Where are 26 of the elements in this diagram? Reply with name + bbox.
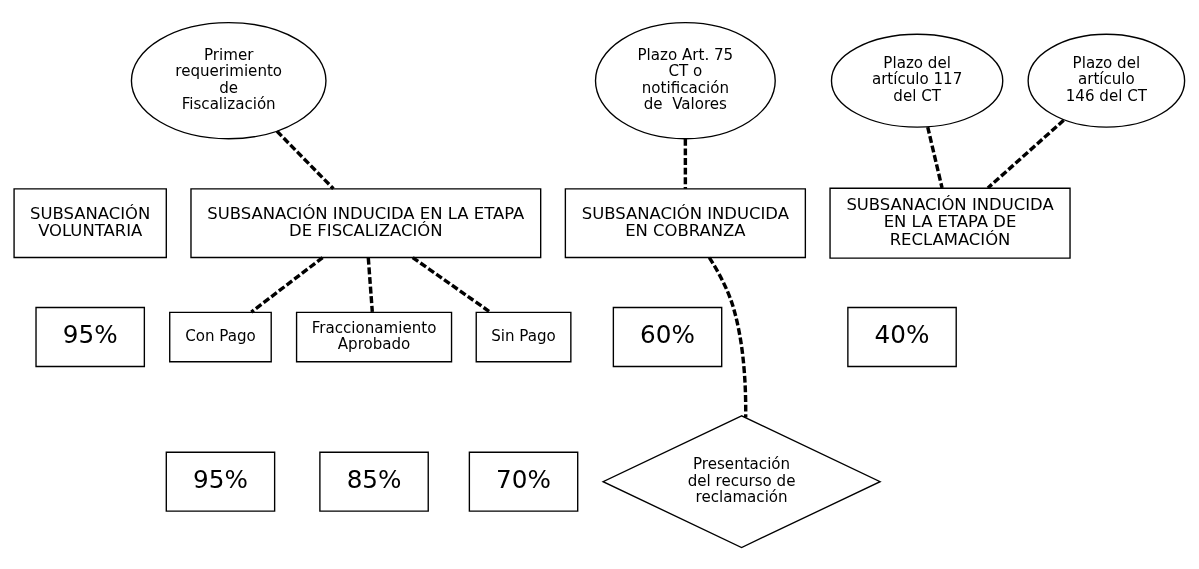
node-box: 95% — [165, 451, 276, 512]
node-box: SUBSANACIÓN VOLUNTARIA — [13, 187, 167, 258]
node-ellipse: Primer requerimiento de Fiscalización — [130, 21, 327, 139]
node-ellipse: Plazo Art. 75 CT o notificación de Valores — [594, 21, 776, 139]
connector — [411, 255, 492, 313]
node-box: SUBSANACIÓN INDUCIDA EN COBRANZA — [564, 187, 807, 258]
node-box: SUBSANACIÓN INDUCIDA EN LA ETAPA DE FISCALIZACIÓN — [190, 187, 542, 258]
connector — [366, 257, 374, 312]
connector — [926, 126, 944, 188]
node-box: 40% — [847, 306, 957, 367]
node-ellipse: Plazo del artículo 146 del CT — [1027, 33, 1186, 128]
node-box: Con Pago — [169, 311, 272, 362]
connector — [683, 138, 688, 189]
node-box: 95% — [35, 306, 146, 367]
node-diamond: Presentación del recurso de reclamación — [601, 414, 882, 548]
node-box: 85% — [319, 451, 429, 512]
node-ellipse: Plazo del artículo 117 del CT — [830, 33, 1004, 128]
node-box: Sin Pago — [475, 311, 572, 362]
connector — [986, 118, 1065, 189]
connector — [707, 256, 748, 418]
node-box: 60% — [612, 306, 723, 367]
node-box: SUBSANACIÓN INDUCIDA EN LA ETAPA DE RECLAMACIÓN — [829, 187, 1071, 259]
connector — [275, 129, 335, 190]
connector — [250, 255, 324, 313]
node-box: Fraccionamiento Aprobado — [295, 311, 453, 362]
node-box: 70% — [468, 451, 579, 512]
